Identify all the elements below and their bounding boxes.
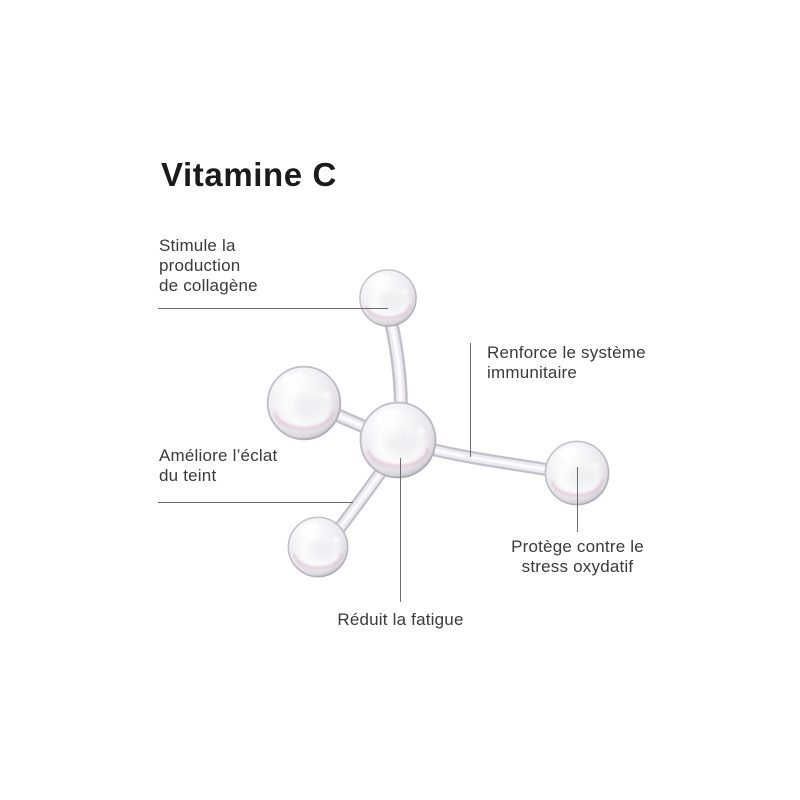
connector-immunity <box>470 343 471 457</box>
page-title: Vitamine C <box>161 156 337 193</box>
label-fatigue: Réduit la fatigue <box>310 610 491 630</box>
label-collagen-line2: production <box>159 256 241 275</box>
label-oxidative-line2: stress oxydatif <box>521 557 634 576</box>
label-collagen-line3: de collagène <box>159 276 258 295</box>
label-collagen-line1: Stimule la <box>159 236 236 255</box>
label-radiance-line2: du teint <box>159 466 217 485</box>
label-immunity: Renforce le système immunitaire <box>487 343 646 383</box>
molecule-sphere-center <box>360 402 437 479</box>
connector-radiance <box>158 502 353 503</box>
molecule-bond-right <box>420 441 556 477</box>
connector-fatigue <box>400 458 401 602</box>
label-fatigue-line1: Réduit la fatigue <box>337 610 464 629</box>
label-radiance: Améliore l’éclat du teint <box>159 446 277 486</box>
label-radiance-line1: Améliore l’éclat <box>159 446 278 465</box>
connector-collagen <box>158 308 388 309</box>
label-collagen: Stimule la production de collagène <box>159 236 258 296</box>
molecule-sphere-left <box>267 366 341 440</box>
connector-oxidative <box>577 467 578 532</box>
molecule-sphere-top <box>359 269 417 327</box>
label-oxidative-line1: Protège contre le <box>511 537 644 556</box>
label-immunity-line1: Renforce le système <box>487 343 646 362</box>
label-immunity-line2: immunitaire <box>487 363 578 382</box>
label-oxidative: Protège contre le stress oxydatif <box>487 537 668 577</box>
molecule-sphere-bottom-left <box>288 517 349 578</box>
